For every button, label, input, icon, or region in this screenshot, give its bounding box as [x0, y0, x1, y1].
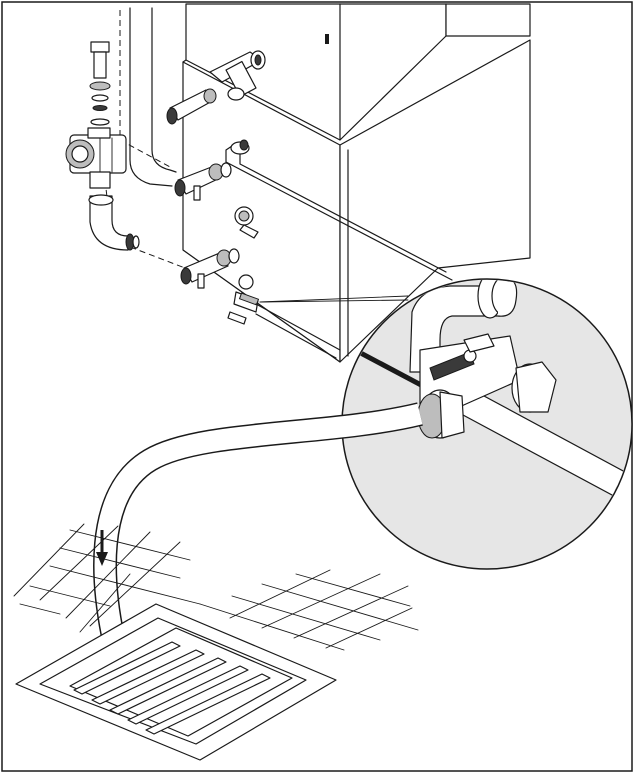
circulation-pump: [65, 127, 127, 189]
floor-tiles: [13, 523, 419, 651]
air-vent-valve: [89, 41, 111, 126]
lower-valve: [180, 248, 240, 289]
mid-valve: [174, 162, 232, 201]
elbow-fitting: [88, 194, 140, 251]
supply-pipe: [129, 7, 177, 187]
top-tee-valve: [166, 50, 266, 125]
flow-arrow-icon: [96, 530, 108, 566]
return-pipe: [225, 139, 453, 359]
floor-drain: [15, 603, 337, 761]
drain-valve-small: [227, 274, 260, 325]
plug-fitting: [234, 206, 259, 239]
door-handle-icon: [325, 34, 329, 44]
magnifier-detail: [341, 278, 633, 570]
boiler-unit: [182, 3, 531, 363]
leader-lines: [259, 295, 409, 303]
